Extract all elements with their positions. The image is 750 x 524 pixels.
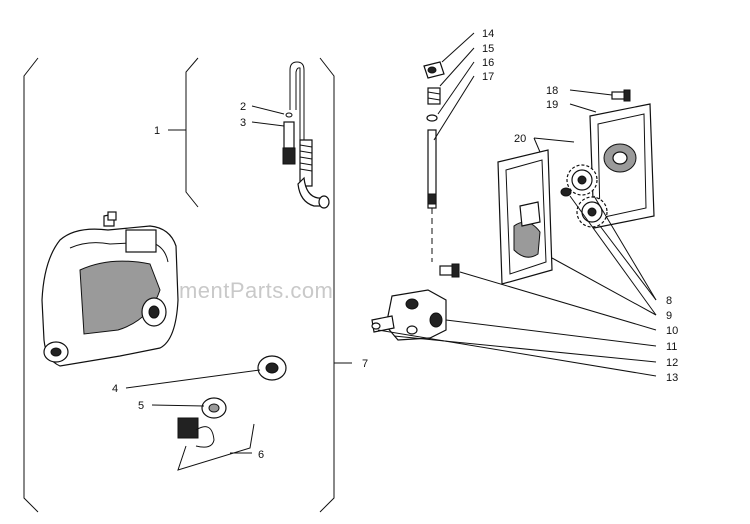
callout-4: 4 bbox=[112, 383, 118, 395]
callout-14: 14 bbox=[482, 28, 494, 40]
callout-5: 5 bbox=[138, 400, 144, 412]
callout-10: 10 bbox=[666, 325, 678, 337]
callout-6: 6 bbox=[258, 449, 264, 461]
connector-6 bbox=[177, 417, 255, 471]
callout-18: 18 bbox=[546, 85, 558, 97]
seal-4 bbox=[257, 355, 287, 381]
fitting-3 bbox=[282, 121, 296, 165]
crankcase-housing bbox=[41, 213, 179, 367]
callout-16: 16 bbox=[482, 57, 494, 69]
callout-3: 3 bbox=[240, 117, 246, 129]
oil-pump-body bbox=[371, 263, 460, 341]
assembly-bracket-7 bbox=[23, 57, 352, 513]
bolt-crankcase bbox=[107, 211, 117, 221]
washer-16 bbox=[426, 114, 438, 122]
shaft-17 bbox=[427, 129, 437, 262]
callout-15: 15 bbox=[482, 43, 494, 55]
callout-8: 8 bbox=[666, 295, 672, 307]
gear-8-9 bbox=[560, 164, 608, 228]
oil-pipe bbox=[289, 61, 330, 209]
spring-15 bbox=[427, 87, 441, 105]
callout-19: 19 bbox=[546, 99, 558, 111]
callout-labels: 1 2 3 4 5 6 7 8 9 10 11 12 13 14 15 16 1… bbox=[112, 28, 678, 461]
gasket-20 bbox=[497, 149, 553, 285]
sub-bracket-1 bbox=[168, 57, 199, 208]
callout-13: 13 bbox=[666, 372, 678, 384]
callout-11: 11 bbox=[666, 341, 677, 353]
callout-20: 20 bbox=[514, 133, 526, 145]
seal-5 bbox=[201, 397, 227, 419]
callout-7: 7 bbox=[362, 358, 368, 370]
bolt-18 bbox=[611, 89, 631, 102]
callout-12: 12 bbox=[666, 357, 678, 369]
spring-coil bbox=[299, 144, 313, 172]
callout-17: 17 bbox=[482, 71, 494, 83]
callout-1: 1 bbox=[154, 125, 160, 137]
callout-2: 2 bbox=[240, 101, 246, 113]
callout-9: 9 bbox=[666, 310, 672, 322]
oring-2 bbox=[285, 112, 293, 118]
cap-14 bbox=[423, 61, 445, 79]
leader-lines bbox=[125, 32, 657, 454]
